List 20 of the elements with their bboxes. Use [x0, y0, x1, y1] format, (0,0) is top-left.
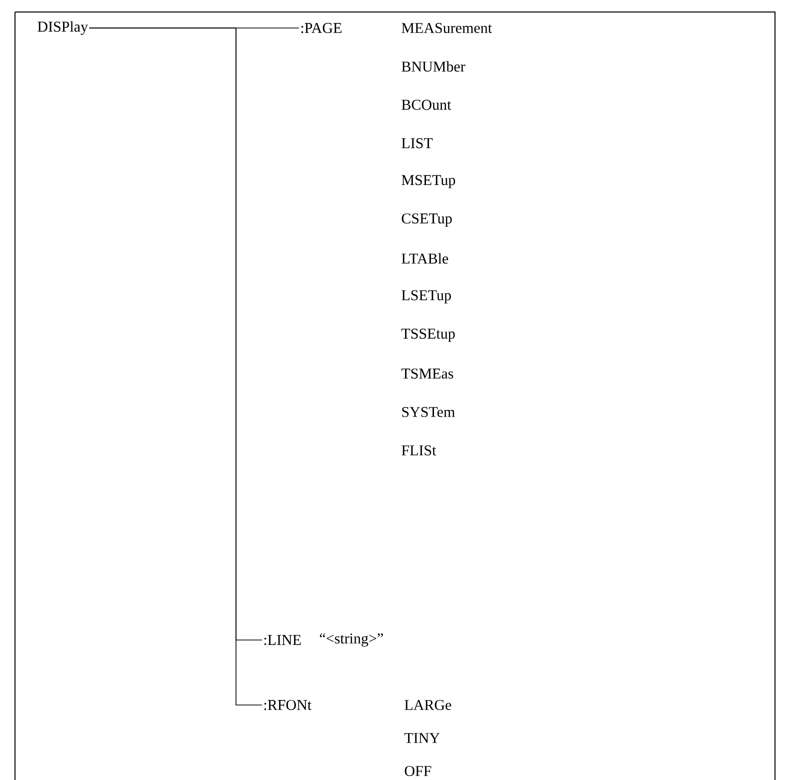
parameter-keyword: LTABle — [402, 253, 448, 264]
parameter-keyword: FLISt — [402, 445, 436, 456]
parameter-keyword: CSETup — [402, 213, 452, 227]
parameter-keyword: TINY — [404, 733, 440, 743]
parameter-keyword: LIST — [402, 138, 433, 148]
parameter-keyword: SYSTem — [402, 406, 455, 418]
command-keyword: :LINE — [264, 635, 301, 646]
command-keyword: :PAGE — [301, 22, 342, 34]
parameter-keyword: LARGe — [404, 700, 452, 710]
parameter-keyword: MSETup — [402, 175, 456, 188]
parameter-keyword: BNUMber — [402, 61, 466, 72]
command-keyword: DISPlay — [38, 21, 88, 35]
command-keyword: :RFONt — [264, 700, 312, 710]
parameter-keyword: TSSEtup — [401, 328, 455, 342]
parameter-keyword: LSETup — [402, 290, 451, 304]
parameter-keyword: MEASurement — [402, 22, 492, 34]
parameter-keyword: “<string>” — [320, 633, 383, 647]
parameter-keyword: TSMEas — [401, 368, 454, 379]
parameter-keyword: BCOunt — [402, 100, 452, 110]
parameter-keyword: OFF — [404, 766, 432, 776]
